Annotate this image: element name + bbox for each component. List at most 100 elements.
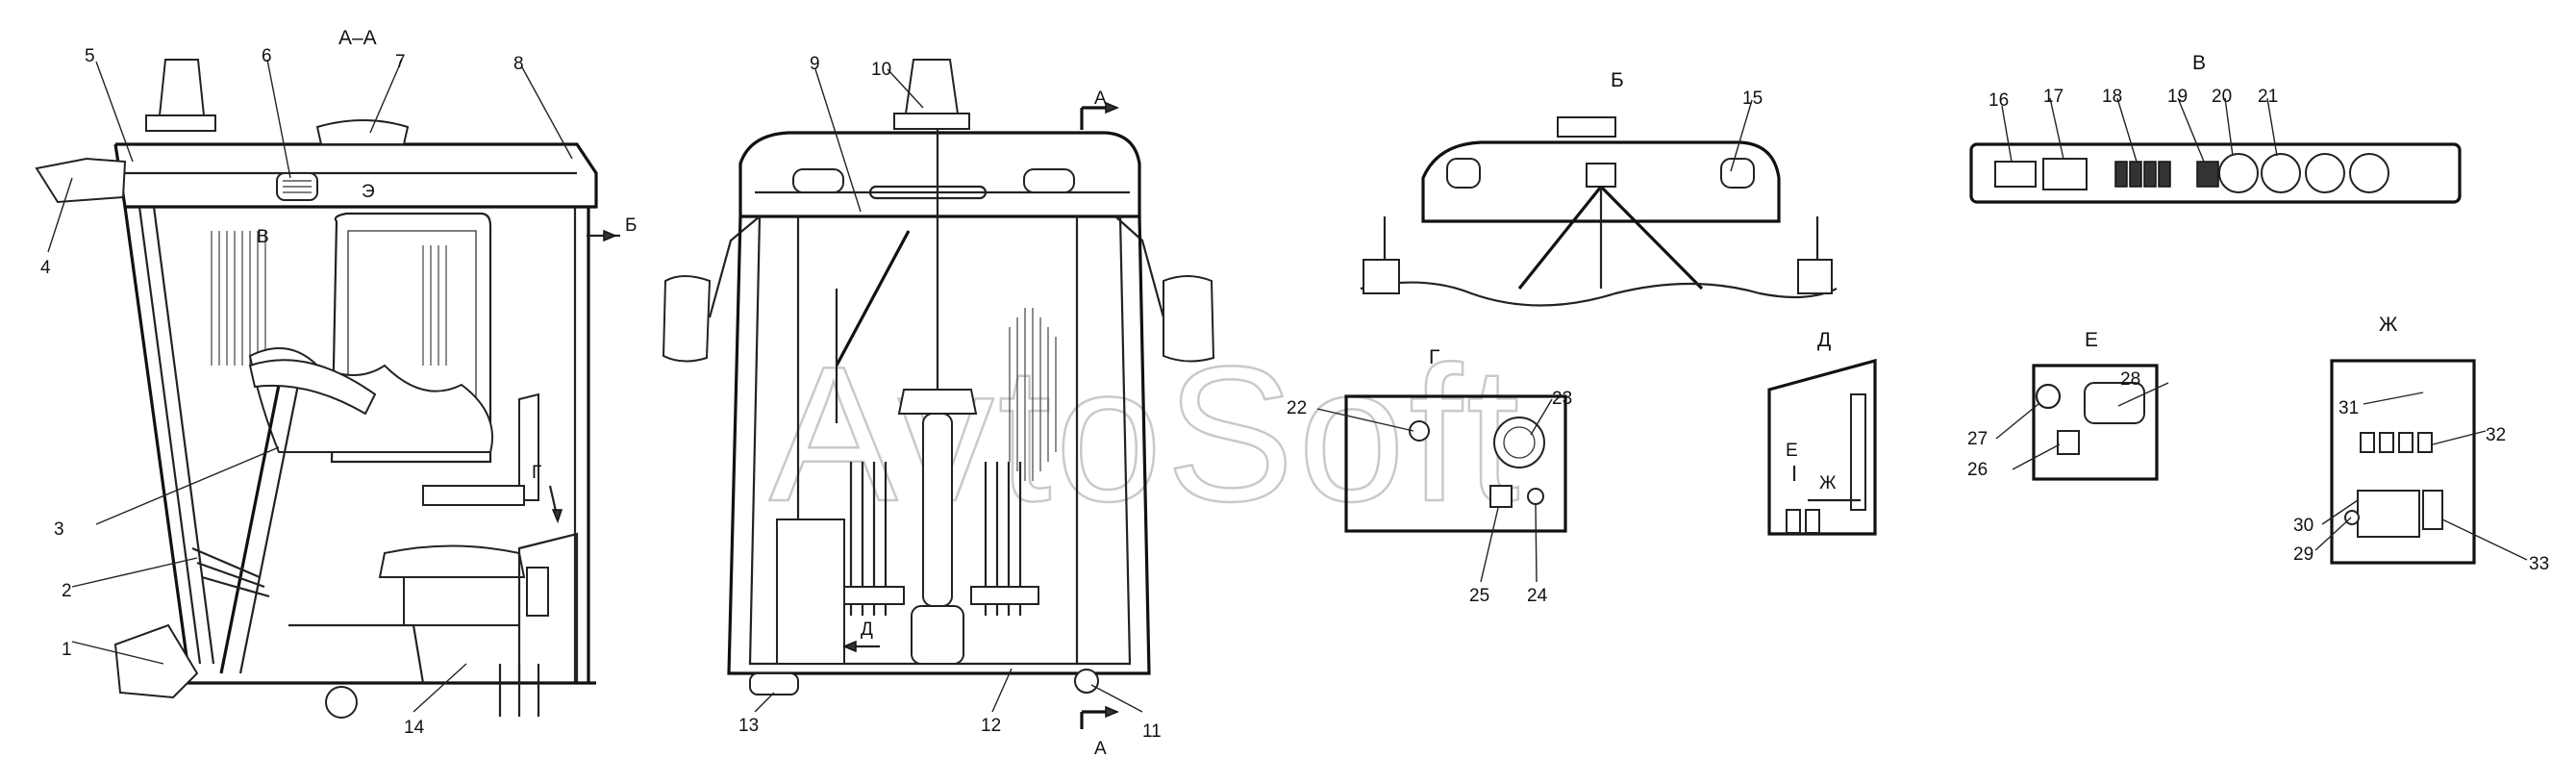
panel-v (1969, 142, 2462, 204)
section-aa-side-view: А–А (35, 27, 637, 719)
front-pillar (123, 206, 189, 665)
indicator-22 (1409, 420, 1430, 442)
steering-wheel-front (897, 389, 978, 415)
fuse-box (526, 567, 549, 617)
marker-d-arrow: Д (861, 620, 873, 640)
lever-bank-right (970, 462, 1039, 616)
callout-6: 6 (262, 46, 272, 66)
view-b-title: Б (1611, 69, 1624, 91)
beacon-lamp-side (158, 59, 206, 116)
bolt-29 (2344, 510, 2360, 525)
view-zh: Ж (2330, 314, 2476, 565)
callout-5: 5 (85, 46, 95, 66)
callout-17: 17 (2043, 87, 2063, 107)
callout-3: 3 (54, 519, 64, 540)
side-mirror-left (35, 157, 127, 204)
roof-light-left-b (1446, 158, 1481, 189)
callout-27: 27 (1967, 429, 1988, 449)
lamp-24 (1527, 488, 1544, 505)
glass-hatching-front (1009, 308, 1057, 481)
mirror-right-front (1163, 275, 1215, 363)
callout-12: 12 (981, 716, 1001, 736)
callout-16: 16 (1988, 90, 2009, 111)
front-view: А А Д (662, 59, 1215, 759)
marker-zh-in-d: Ж (1819, 473, 1837, 493)
beacon-base-front (893, 113, 970, 130)
step-left (749, 672, 799, 695)
callout-1: 1 (62, 640, 72, 660)
panel-d (1767, 358, 1877, 536)
switch-row-18 (2114, 161, 2171, 188)
callout-32: 32 (2486, 425, 2506, 445)
seat-cushion (378, 544, 526, 578)
leader-lines (47, 59, 2528, 713)
marker-a-bottom: А (1094, 739, 1107, 759)
step-right (1074, 669, 1099, 694)
callout-8: 8 (513, 54, 524, 74)
marker-g-arrow: Г (532, 463, 541, 483)
roof-light-right-b (1720, 158, 1755, 189)
door-window (330, 212, 492, 464)
callout-11: 11 (1142, 721, 1162, 742)
callout-21: 21 (2258, 87, 2278, 107)
marker-a-top: А (1094, 89, 1107, 109)
cab-frame-front (727, 215, 1151, 675)
pedal-bracket (325, 686, 358, 719)
beacon-base-side (145, 114, 216, 132)
marker-z: Э (362, 182, 375, 202)
callout-26: 26 (1967, 460, 1988, 480)
view-b: Б (1360, 69, 1838, 307)
roof-outline-side (113, 142, 598, 209)
roof-light-left (792, 168, 844, 193)
callout-numbers: 1 2 3 4 5 6 7 8 9 10 11 12 13 14 15 16 1… (40, 46, 2549, 742)
relay-33 (2422, 490, 2443, 530)
callout-4: 4 (40, 258, 51, 278)
callout-24: 24 (1527, 586, 1548, 606)
view-e-title: Е (2085, 329, 2098, 351)
view-zh-title: Ж (2379, 314, 2398, 336)
callout-30: 30 (2293, 516, 2313, 536)
switch-25 (1489, 485, 1513, 508)
mount-bolts (498, 664, 540, 717)
socket-26 (2057, 430, 2080, 455)
callout-10: 10 (871, 60, 891, 80)
relay-d-2 (1805, 509, 1820, 534)
roof-b (1421, 140, 1781, 223)
glass-hatching-side (211, 231, 447, 366)
callout-20: 20 (2212, 87, 2232, 107)
beacon-lamp-front (904, 59, 960, 114)
callout-18: 18 (2102, 87, 2122, 107)
relay-d-1 (1786, 509, 1801, 534)
callout-25: 25 (1469, 586, 1489, 606)
view-v: В (1969, 52, 2462, 204)
steering-column (219, 384, 281, 674)
mirror-right-b (1797, 259, 1833, 294)
steering-base-front (911, 605, 964, 665)
roof-front (738, 131, 1141, 218)
beacon-base-b (1557, 116, 1616, 138)
gauge-20 (2218, 153, 2259, 193)
steering-column-front (922, 413, 953, 607)
panel-g (1344, 394, 1567, 533)
view-v-title: В (2192, 52, 2206, 74)
gauge-3 (2305, 153, 2345, 193)
grommet-27 (2035, 383, 2062, 410)
connector-strip-d (1850, 393, 1866, 511)
callout-13: 13 (738, 716, 759, 736)
marker-v-left: В (257, 227, 269, 247)
roof-light-right (1023, 168, 1075, 193)
seat-armrest (422, 485, 525, 506)
wiper-arm-front (835, 230, 911, 367)
panel-zh (2330, 359, 2476, 565)
callout-19: 19 (2167, 87, 2188, 107)
connector-28 (2084, 382, 2145, 424)
callout-2: 2 (62, 581, 72, 601)
steering-wheel (248, 359, 377, 416)
callout-23: 23 (1552, 389, 1572, 409)
marker-e-in-d: Е (1786, 441, 1798, 461)
gauge-4 (2349, 153, 2389, 193)
switch-block-16 (1994, 161, 2037, 188)
switch-19 (2196, 161, 2219, 188)
roof-hatch (315, 119, 410, 145)
view-d-title: Д (1817, 329, 1831, 351)
